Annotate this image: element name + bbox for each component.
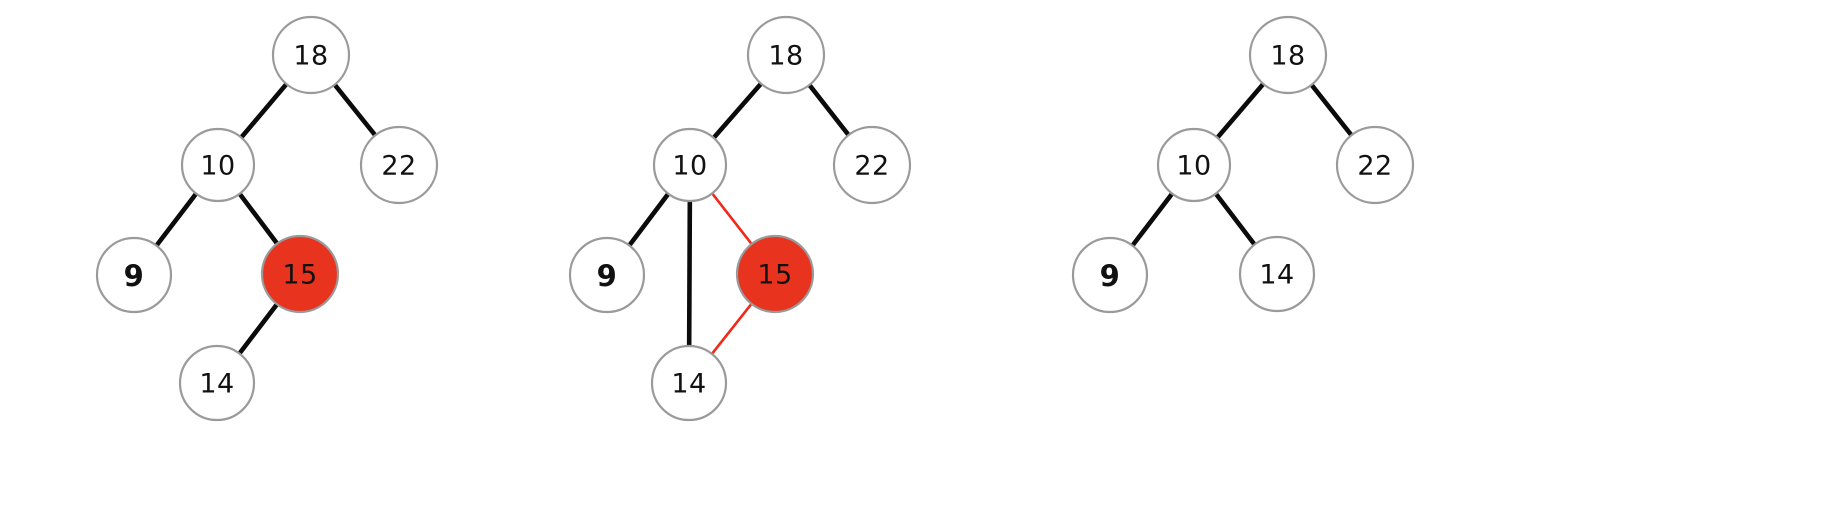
node-circle[interactable] (1156, 127, 1232, 203)
edge-18-to-10 (710, 80, 764, 141)
edge-10-to-9 (153, 190, 200, 249)
edges-layer (153, 80, 1355, 357)
node-label: 18 (768, 41, 803, 72)
node-circle[interactable] (95, 236, 173, 314)
tree-node-22[interactable]: 22 (359, 125, 439, 205)
node-circle[interactable] (180, 127, 256, 203)
edge-15-to-14 (236, 301, 280, 357)
node-circle[interactable] (650, 344, 728, 422)
node-label: 22 (854, 151, 889, 182)
tree-node-18[interactable]: 18 (1248, 15, 1328, 95)
edge-18-to-22 (331, 81, 379, 139)
panel-nodes-panel-before: 18 10 22 9 15 14 (95, 15, 439, 422)
tree-node-14[interactable]: 14 (650, 344, 728, 422)
node-circle-highlighted[interactable] (735, 234, 815, 314)
node-label: 9 (597, 259, 618, 293)
node-circle[interactable] (178, 344, 256, 422)
node-label: 18 (293, 41, 328, 72)
panel-nodes-panel-rewire: 18 10 22 9 15 14 (568, 15, 912, 422)
panel-edges-panel-before (153, 80, 379, 357)
tree-node-18[interactable]: 18 (271, 15, 351, 95)
edge-10-to-14 (686, 197, 693, 350)
edge-18-to-22 (1308, 81, 1355, 139)
node-circle[interactable] (1248, 15, 1328, 95)
tree-node-15[interactable]: 15 (260, 234, 340, 314)
node-label: 9 (1100, 259, 1121, 293)
edge-10-to-9 (1129, 190, 1176, 249)
node-label: 9 (124, 259, 145, 293)
node-circle[interactable] (359, 125, 439, 205)
tree-node-9[interactable]: 9 (568, 236, 646, 314)
tree-node-9[interactable]: 9 (1071, 236, 1149, 314)
node-circle[interactable] (271, 15, 351, 95)
tree-node-14[interactable]: 14 (1238, 235, 1316, 313)
node-label: 15 (757, 260, 792, 291)
panel-edges-panel-after (1129, 80, 1355, 249)
tree-node-22[interactable]: 22 (1335, 125, 1415, 205)
edge-18-to-10 (238, 80, 290, 141)
node-label: 15 (282, 260, 317, 291)
node-label: 14 (199, 369, 234, 400)
edge-15-to-14 (709, 301, 754, 357)
node-circle[interactable] (746, 15, 826, 95)
tree-node-10[interactable]: 10 (1156, 127, 1232, 203)
nodes-layer: 18 10 22 9 15 14 18 10 22 9 15 14 18 10 22 9 14 (95, 15, 1415, 422)
node-circle-highlighted[interactable] (260, 234, 340, 314)
node-circle[interactable] (568, 236, 646, 314)
tree-node-10[interactable]: 10 (180, 127, 256, 203)
panel-nodes-panel-after: 18 10 22 9 14 (1071, 15, 1415, 314)
node-label: 14 (1259, 260, 1294, 291)
node-label: 10 (672, 151, 707, 182)
node-circle[interactable] (1071, 236, 1149, 314)
tree-node-18[interactable]: 18 (746, 15, 826, 95)
edge-18-to-22 (806, 81, 852, 139)
node-label: 14 (671, 369, 706, 400)
node-circle[interactable] (1238, 235, 1316, 313)
node-circle[interactable] (1335, 125, 1415, 205)
tree-node-15[interactable]: 15 (735, 234, 815, 314)
node-circle[interactable] (832, 125, 912, 205)
edge-18-to-10 (1214, 80, 1267, 141)
node-label: 18 (1270, 41, 1305, 72)
edge-10-to-15 (236, 190, 281, 247)
tree-node-10[interactable]: 10 (652, 127, 728, 203)
tree-node-22[interactable]: 22 (832, 125, 912, 205)
tree-node-9[interactable]: 9 (95, 236, 173, 314)
node-circle[interactable] (652, 127, 728, 203)
tree-node-14[interactable]: 14 (178, 344, 256, 422)
node-label: 10 (200, 151, 235, 182)
panel-edges-panel-rewire (626, 80, 852, 357)
node-label: 22 (1357, 151, 1392, 182)
edge-10-to-14 (1212, 190, 1258, 248)
node-label: 22 (381, 151, 416, 182)
edge-10-to-15 (710, 191, 754, 247)
node-label: 10 (1176, 151, 1211, 182)
edge-10-to-9 (626, 190, 672, 249)
